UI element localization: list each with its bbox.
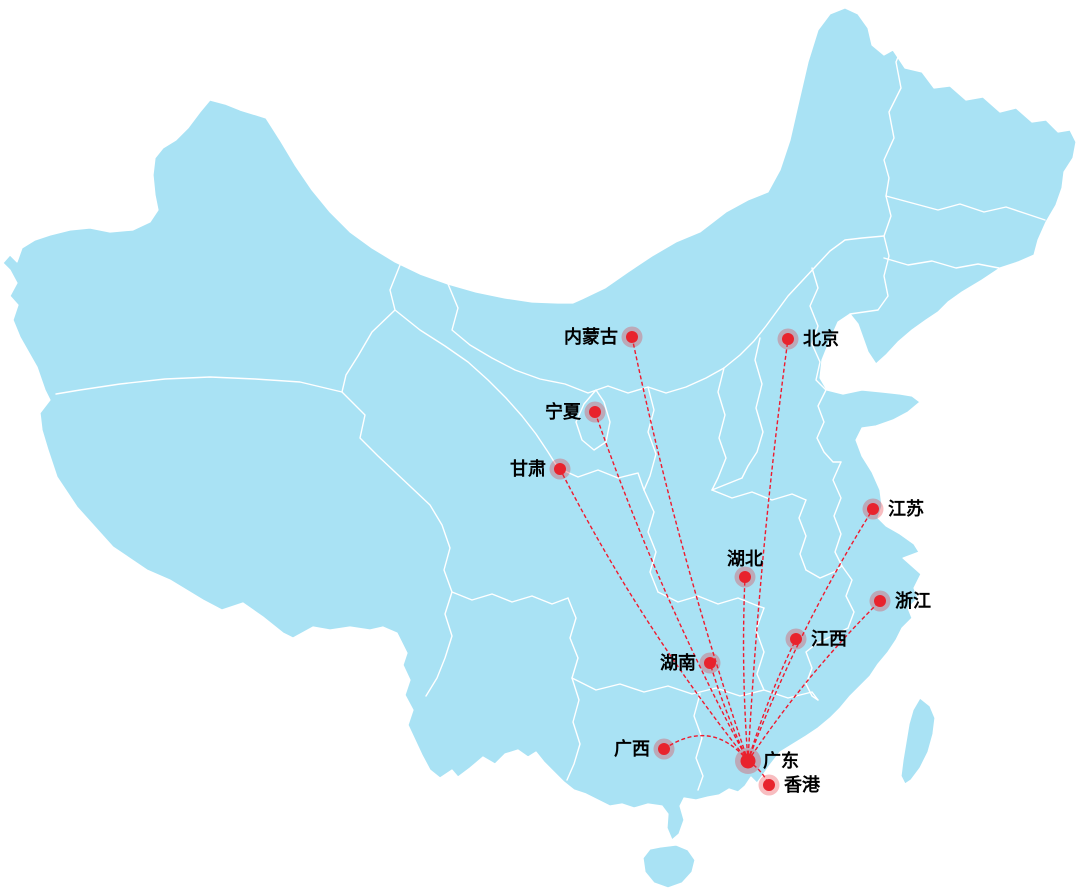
marker-jiangxi: 江西 [785,628,847,650]
marker-hongkong: 香港 [758,774,821,796]
province-border [805,565,843,579]
marker-label-ningxia: 宁夏 [545,401,582,423]
connection-neimenggu [631,336,749,762]
marker-gansu: 甘肃 [510,458,571,480]
province-border [447,235,885,394]
province-border [805,627,849,701]
province-border [832,461,843,567]
marker-neimenggu: 内蒙古 [564,326,643,348]
marker-label-zhejiang: 浙江 [895,590,931,612]
marker-dot-icon [763,779,775,791]
province-border [877,39,906,311]
marker-dot-icon [739,571,751,583]
province-border [341,391,453,697]
connection-jiangxi [747,638,797,762]
marker-label-guangdong: 广东 [763,750,799,772]
province-border [798,499,807,571]
marker-dot-icon [867,503,879,515]
marker-label-gansu: 甘肃 [510,458,546,480]
province-border [711,367,727,491]
province-border [575,389,611,451]
marker-hunan: 湖南 [660,652,721,674]
connection-hubei [742,576,749,762]
marker-hubei: 湖北 [727,549,763,588]
marker-dot-icon [790,633,802,645]
province-border [693,693,704,791]
province-border [567,597,579,679]
marker-guangxi: 广西 [614,738,675,760]
mainland-china [2,7,1077,841]
marker-label-jiangsu: 江苏 [888,498,924,520]
marker-dot-icon [554,463,566,475]
province-border [571,677,819,701]
marker-label-jiangxi: 江西 [811,629,847,650]
province-border [657,591,765,609]
province-border [451,591,569,605]
marker-dot-icon [704,657,716,669]
province-border [55,376,343,395]
marker-label-guangxi: 广西 [614,738,650,760]
marker-zhejiang: 浙江 [869,590,931,612]
hainan-island [642,844,696,889]
marker-label-neimenggu: 内蒙古 [564,326,618,348]
marker-dot-icon [626,331,638,343]
marker-beijing: 北京 [777,328,839,350]
marker-label-hongkong: 香港 [783,775,821,796]
province-border [711,489,807,501]
marker-ningxia: 宁夏 [545,401,606,423]
province-border [741,337,764,479]
connection-jiangsu [747,508,874,762]
province-border [643,386,657,491]
province-border [643,489,659,593]
province-border [341,264,401,393]
province-borders [55,39,1046,791]
connection-ningxia [594,411,749,762]
province-border [841,565,855,629]
connection-guangxi [663,735,749,762]
marker-dot-icon [874,595,886,607]
connection-zhejiang [747,600,881,762]
marker-label-beijing: 北京 [803,328,839,350]
province-border [394,309,559,469]
province-border [885,195,1046,221]
province-border [566,677,581,781]
marker-label-hubei: 湖北 [727,549,763,570]
marker-dot-icon [740,753,756,769]
marker-guangdong: 广东 [735,748,799,774]
province-border [816,389,842,463]
taiwan-island [900,697,936,785]
province-border [711,477,743,491]
connection-gansu [559,468,749,762]
province-border [755,607,765,691]
marker-dot-icon [658,743,670,755]
province-border [883,257,1000,269]
marker-jiangsu: 江苏 [862,498,924,520]
province-border [849,309,879,315]
marker-dot-icon [782,333,794,345]
marker-label-hunan: 湖南 [660,652,696,674]
connection-beijing [747,338,789,762]
province-border [557,467,645,491]
land-shapes [2,7,1077,889]
connection-hunan [709,662,749,762]
province-border [809,267,827,391]
marker-dot-icon [589,406,601,418]
